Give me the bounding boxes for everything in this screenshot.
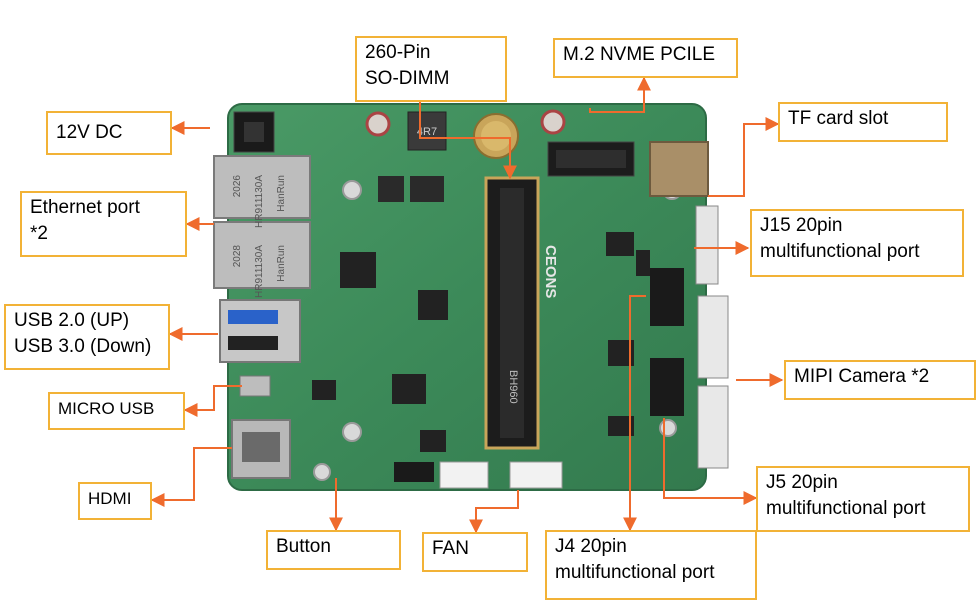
eth-1-code: 2026 <box>232 175 243 198</box>
fan-label: FAN <box>432 538 469 559</box>
j5-line-2: multifunctional port <box>766 498 926 519</box>
tf-slot <box>649 141 709 197</box>
sodimm-chip-label: BH960 <box>507 370 519 404</box>
callout-arrows <box>150 76 784 534</box>
eth-2-code: 2028 <box>232 245 243 268</box>
callout-fan: FAN <box>422 532 528 572</box>
usb-stack <box>219 299 301 363</box>
eth-1-model: HR911130A <box>254 175 265 228</box>
brand-silkscreen: CEONS <box>542 245 559 298</box>
callout-dc: 12V DC <box>46 111 172 155</box>
ic-chips <box>312 176 650 452</box>
mipi-connector-1 <box>697 295 729 379</box>
j4-line-2: multifunctional port <box>555 562 715 583</box>
callout-usb: USB 2.0 (UP) USB 3.0 (Down) <box>4 304 170 370</box>
fan-connector-2 <box>509 461 563 489</box>
hdmi-label: HDMI <box>88 489 132 508</box>
callout-ethernet: Ethernet port *2 <box>20 191 187 257</box>
callout-j15: J15 20pin multifunctional port <box>750 209 964 277</box>
callout-mipi: MIPI Camera *2 <box>784 360 976 400</box>
m2-label: M.2 NVME PCILE <box>563 44 716 65</box>
button-header <box>394 462 434 482</box>
usb-line-1: USB 2.0 (UP) <box>14 310 130 331</box>
eth-2-model: HR911130A <box>254 245 265 298</box>
mounting-holes <box>313 180 682 481</box>
callout-hdmi: HDMI <box>78 482 152 520</box>
mipi-connector-2 <box>697 385 729 469</box>
ethernet-line-2: *2 <box>30 223 48 244</box>
callout-j4: J4 20pin multifunctional port <box>545 530 757 600</box>
capacitors <box>365 109 566 137</box>
tf-label: TF card slot <box>788 108 889 129</box>
j5-line-1: J5 20pin <box>766 472 838 493</box>
j15-line-2: multifunctional port <box>760 241 920 262</box>
j4-header <box>650 268 684 326</box>
callout-micro-usb: MICRO USB <box>48 392 185 430</box>
eth-1-brand: HanRun <box>276 175 287 212</box>
j15-connector <box>695 205 719 285</box>
pcb-board <box>228 104 706 490</box>
inductor-label: 4R7 <box>417 126 437 138</box>
callout-so-dimm: 260-Pin SO-DIMM <box>355 36 507 102</box>
eth-2-brand: HanRun <box>276 245 287 282</box>
callout-tf: TF card slot <box>778 102 948 142</box>
button-label: Button <box>276 536 331 557</box>
j15-line-1: J15 20pin <box>760 215 843 236</box>
so-dimm-line-1: 260-Pin <box>365 42 431 63</box>
micro-usb-port <box>239 375 271 397</box>
j5-header <box>650 358 684 416</box>
callout-m2: M.2 NVME PCILE <box>553 38 738 78</box>
inductor <box>407 111 447 151</box>
usb-line-2: USB 3.0 (Down) <box>14 336 152 357</box>
fan-connector-1 <box>439 461 489 489</box>
callout-button: Button <box>266 530 401 570</box>
ethernet-jacks: 2026 HR911130A HanRun 2028 HR911130A Han… <box>213 155 311 298</box>
mipi-label: MIPI Camera *2 <box>794 366 930 387</box>
micro-usb-label: MICRO USB <box>58 399 155 418</box>
callout-j5: J5 20pin multifunctional port <box>756 466 970 532</box>
so-dimm-line-2: SO-DIMM <box>365 68 450 89</box>
ethernet-line-1: Ethernet port <box>30 197 140 218</box>
dc-label: 12V DC <box>56 122 123 143</box>
j4-line-1: J4 20pin <box>555 536 627 557</box>
